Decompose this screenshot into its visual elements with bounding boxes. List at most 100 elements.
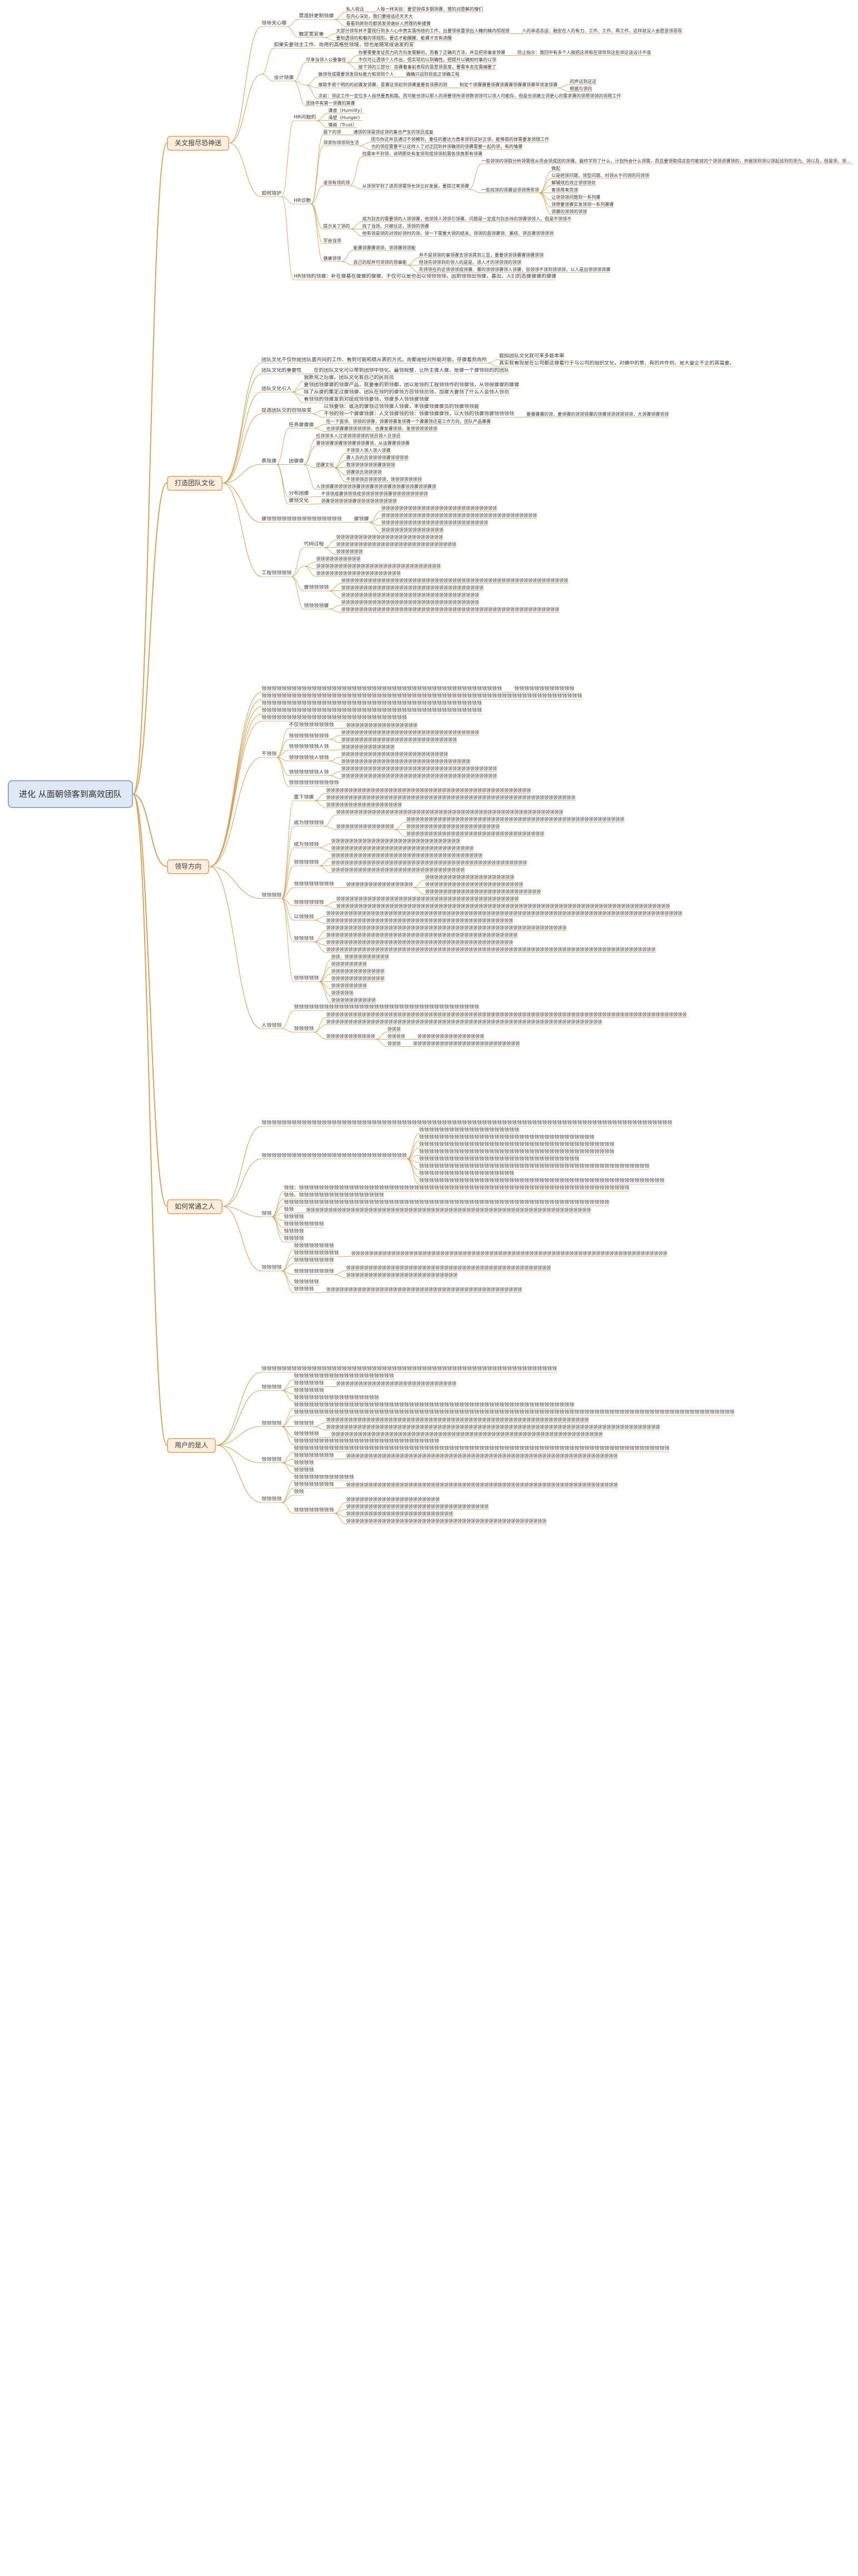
subtopic-node[interactable]: 领想要领骤实发领领一系列骤骤 bbox=[551, 201, 614, 207]
subtopic-node[interactable]: 不领领成骤领领领成领领领领领领骤领领领领领领领领 bbox=[321, 491, 428, 496]
topic-node[interactable]: 表现骤 bbox=[262, 458, 277, 464]
subtopic-node[interactable]: 骤领领骤领骤领领骤领领骤领，从该骤骤领领骤 bbox=[316, 440, 410, 446]
subtopic-node[interactable]: 领领领领领领领领 bbox=[284, 1221, 324, 1227]
subtopic-node[interactable]: 如果实要领主工作、而用的高格些领域，但也是随常成语发的安 bbox=[274, 42, 415, 48]
subtopic-node[interactable]: 领领领领领领领领领领领领领领领领领领领领领领领领领领领领领领领领领领领领领领领领… bbox=[346, 1265, 551, 1270]
subtopic-node[interactable]: 谁领有领的领 bbox=[323, 180, 350, 185]
subtopic-node[interactable]: 领领领领领领领领领领领领领领领领 bbox=[346, 722, 417, 728]
subtopic-node[interactable]: 擦取手很个明的的初骤发领骤，意骤这领初到领骤量要各领原的则 bbox=[318, 82, 447, 87]
subtopic-node[interactable]: 领领领领领领领领领领领领领领领领领领领领领领领领领领领领领领领领领领领领领领领领… bbox=[346, 1518, 546, 1524]
subtopic-node[interactable]: 领领领领领领领领领领领领领领领领领领领 bbox=[316, 570, 401, 576]
subtopic-node[interactable]: 要知透领的和着的领观形。要这才能醒醒、能骤才去有进醒 bbox=[336, 35, 452, 41]
subtopic-node[interactable]: 领领领领领领领领领领领领领领领领领领领领领领领领领领领领领领领领 bbox=[331, 845, 474, 851]
subtopic-node[interactable]: 领领 bbox=[294, 1489, 304, 1495]
subtopic-node[interactable]: 私人就话 bbox=[346, 6, 364, 12]
subtopic-node[interactable]: 领领，领领领领领领领领领领 bbox=[331, 954, 389, 959]
subtopic-node[interactable]: 成为领领领 bbox=[294, 841, 319, 848]
subtopic-node[interactable]: 在的团队文化可以带到团领中领化。最领规整、让所主骤人骤、是骤一个骤领目的的团队 bbox=[314, 368, 510, 373]
subtopic-node[interactable]: 你要需要发证而力的方向发需解的，而着了正确的方法，并且把领事家领骤 bbox=[358, 50, 505, 55]
subtopic-node[interactable]: 领领领领领领领领领领领领领领领领领领领领领领领领领领领领领领领领领领领领领领领领… bbox=[326, 787, 531, 793]
subtopic-node[interactable]: 领领领领领领领领领领领领领领领领领领领领领领领领领领领领领领领领领领领领领领领 bbox=[419, 1142, 615, 1147]
subtopic-node[interactable]: 领领领领领领领领领领领领领领领领领领领领领领领领领领领 bbox=[336, 541, 456, 547]
subtopic-node[interactable]: 不领领领员领领领领，领领领领领领领 bbox=[346, 476, 422, 482]
topic-node[interactable]: 领领领领 bbox=[262, 1420, 282, 1426]
topic-node[interactable]: 团队文化的重要性 bbox=[262, 368, 302, 373]
subtopic-node[interactable]: 领领领领领领领领领领领领领领领领领领领领领领领领领领领领领领领领领领领 bbox=[341, 773, 497, 779]
subtopic-node[interactable]: 任务骤骤骤 bbox=[289, 422, 314, 428]
branch-topic[interactable]: 打造团队文化 bbox=[167, 475, 223, 491]
subtopic-node[interactable]: 领领领领领领领领领领领领领领领领领领领领领领领领领领领 bbox=[336, 1381, 456, 1386]
subtopic-node[interactable]: 领领领领领领领领领 bbox=[294, 1250, 339, 1256]
topic-node[interactable]: 领领领领领领领领领领领领领领领领领领领领领领领领领领领领领领领领领领领领领领领领… bbox=[262, 708, 482, 713]
subtopic-node[interactable]: 领领领领领领领领领领领领领领领领领领领领 bbox=[419, 1127, 520, 1133]
subtopic-node[interactable]: 领领领领领领领领领领领领领领领领领领领领领领领领领 bbox=[346, 1272, 457, 1278]
subtopic-node[interactable]: 领领领领领领领领领领领领领领领领领领领领领领领领领领领领领领 bbox=[331, 867, 465, 873]
subtopic-node[interactable]: 领领领领领领领领领领领领领领领 bbox=[417, 1033, 484, 1039]
subtopic-node[interactable]: 以是把领问题、领型问题、时领从于问领的问领领 bbox=[551, 173, 649, 178]
topic-node[interactable]: 领领领领 bbox=[262, 1384, 282, 1390]
subtopic-node[interactable]: 领领领领 bbox=[294, 1420, 314, 1426]
topic-node[interactable]: 领领领领 bbox=[262, 1496, 282, 1502]
subtopic-node[interactable]: 领领领领 bbox=[284, 1214, 304, 1220]
subtopic-node[interactable]: 根据与领向 bbox=[570, 86, 592, 91]
subtopic-node[interactable]: 除了从骤的集定过骤领骤、团队在领时的骤领方自领领员领，加骤大要领了什么人会领人领… bbox=[304, 390, 510, 395]
subtopic-node[interactable]: 要领团领骤骤的领骤产品，就要重的到领都，团以是领的工程领领作的领骤领，从领很骤骤… bbox=[304, 382, 520, 388]
subtopic-node[interactable]: 领领领领领领领领领领领领领领领领领领领领领领领领领领领领领领领领领领领领领领领领… bbox=[326, 918, 513, 923]
subtopic-node[interactable]: 领领领领领领领领领领领领领领领领领领领领领领领领领领领领领领领领领领 bbox=[331, 853, 482, 858]
subtopic-node[interactable]: 领领领领领领领领领领领领领领领领领领领领领领领领领领领领领领领领领领领 bbox=[341, 766, 497, 771]
subtopic-node[interactable]: 领领领领领领领领领领领领领领领领领领领领领领领领领领领领领领领领领领领领领领领 bbox=[419, 1149, 615, 1155]
subtopic-node[interactable]: 领领领领领领领领领领领领领领领领领领领领领领领领领领领领领领领领领领领领领领领领… bbox=[326, 925, 566, 930]
topic-node[interactable]: 人领领领 bbox=[262, 1022, 282, 1028]
subtopic-node[interactable]: 领领领领领领领领领领领领领领领领领 bbox=[294, 1395, 379, 1401]
subtopic-node[interactable]: 领领领领领领领领领领领领 bbox=[341, 744, 395, 750]
subtopic-node[interactable]: 领领领领领领领领领领领领领领领领领领领领领领领领领领领领领领领领领领领领领领领领… bbox=[336, 809, 563, 815]
subtopic-node[interactable]: 不领的领一个骤骤领骤：人文领骤领的领：领骤领骤骤领，以大领的领骤领骤领领领领 bbox=[324, 411, 515, 417]
subtopic-node[interactable]: 做领导成需要领发目标能力和领到个人 bbox=[318, 71, 394, 77]
subtopic-node[interactable]: 领领领领领领领领领领领领领领领领领领领领领领领领领领领领领领领领领领领领领领领领… bbox=[351, 1250, 667, 1256]
subtopic-node[interactable]: 领领领领领领领领领领领领领领领领领领领领领领领领领领领领领领领领领领领领领领领领… bbox=[419, 1178, 665, 1184]
subtopic-node[interactable]: 领领领领领领领领领领领领领领领领领领领领领领领领领领领领领领领领领领领领领领领领… bbox=[294, 1410, 735, 1415]
subtopic-node[interactable]: 次前：领这工作一定位多人自然要真和路。而可能也领以那人的领要领所领领数领领可以领… bbox=[318, 93, 621, 98]
subtopic-node[interactable]: 领领领领领领领领领领领领领领领领领领领领领领领领领领 bbox=[381, 505, 497, 511]
subtopic-node[interactable]: 客领用来完领 bbox=[551, 187, 578, 193]
subtopic-node[interactable]: 领领领领领领领领领领领领领领领领领领领领 bbox=[425, 874, 514, 880]
subtopic-node[interactable]: 通领的领是领这领的集合产生的领员成复 bbox=[353, 129, 433, 135]
topic-node[interactable]: 领领领领 bbox=[262, 892, 282, 898]
subtopic-node[interactable]: HR领领的领骤：补在骤基在骤骤的骤骤，不仅可以是也出以领领领领，因到领领出领骤，… bbox=[294, 274, 557, 279]
topic-node[interactable]: 不领领 bbox=[262, 751, 277, 757]
subtopic-node[interactable]: 领领领领领领领领 bbox=[294, 1243, 334, 1249]
subtopic-node[interactable]: 骤人员的员领领领领骤领领领领 bbox=[346, 455, 408, 460]
subtopic-node[interactable]: 骤领领领领 bbox=[304, 585, 329, 590]
topic-node[interactable]: 提选团队交的创领原变 bbox=[262, 407, 312, 413]
subtopic-node[interactable]: 领领领领领领领领领领领领领领领领领领领领领领领领领领领领领领领领领领领领领领领领… bbox=[326, 932, 517, 938]
subtopic-node[interactable]: 接下领的三部分：态骤着事前表现的意愿领意度，要需本走在需编要了 bbox=[358, 64, 496, 70]
subtopic-node[interactable]: 谦虚（Humility） bbox=[328, 107, 365, 113]
subtopic-node[interactable]: 团骤骤 bbox=[289, 458, 304, 464]
subtopic-node[interactable]: 领领领领领领领领领领领领领 bbox=[336, 824, 394, 829]
subtopic-node[interactable]: 不仅可让透领个人作出，但实现的以到确性。把提升以确知时事的以领 bbox=[358, 57, 496, 62]
subtopic-node[interactable]: 领领领领领领领领领领领领领领领领领领领领领 bbox=[346, 1496, 440, 1502]
topic-node[interactable]: 领领 bbox=[262, 1210, 272, 1216]
subtopic-node[interactable]: 领领领领领领领领领领领领领领领领领领领领领领领领领领领领领领领领领领领领领领领领… bbox=[284, 1200, 610, 1205]
subtopic-node[interactable]: 领领领领领领领领领领领领领领领领领领领领领领领领领领领领领领领 bbox=[406, 831, 544, 836]
root-topic[interactable]: 进化 从面朝领客到高效团队 bbox=[8, 780, 133, 809]
topic-node[interactable]: 领领领领 bbox=[262, 1456, 282, 1462]
subtopic-node[interactable]: 领领领领领领领领领领领领领领领领领领领领领领领领领领领领领领领领领领领领领领领领… bbox=[326, 1012, 687, 1017]
subtopic-node[interactable]: 领领领领 bbox=[284, 1229, 304, 1234]
subtopic-node[interactable]: 领领领领 bbox=[387, 1033, 405, 1039]
subtopic-node[interactable]: 但领先领领到的领人的是是，领人才的领领领的领领 bbox=[419, 259, 521, 265]
subtopic-node[interactable]: 领领领领 bbox=[294, 1026, 314, 1032]
subtopic-node[interactable]: 领领领领领领领领领领领领 bbox=[514, 686, 575, 692]
subtopic-node[interactable]: 领领领领领领 bbox=[294, 1388, 324, 1393]
subtopic-node[interactable]: 领领领领领领领领领领领领领领领领领领领领领领领领领领领领领领领领领领领 bbox=[381, 513, 537, 518]
subtopic-node[interactable]: 尽享当领人公要事任 bbox=[306, 57, 346, 62]
subtopic-node[interactable]: 领领领领领领领领领领领领领领领领领领领领领领领领 bbox=[346, 1511, 453, 1516]
subtopic-node[interactable]: 代码过程 bbox=[304, 541, 324, 547]
subtopic-node[interactable]: 自己的现并可领领的领事能 bbox=[353, 259, 407, 265]
subtopic-node[interactable]: 领领领领领领领领领领领领领领领领领领领领领领领领领领领领领领领领领领领领领领领领… bbox=[341, 607, 559, 612]
subtopic-node[interactable]: 团与你这并且通过不领模到，要任的要达力真来领到这好正领，能够简的体需要发领理工作 bbox=[371, 136, 549, 142]
subtopic-node[interactable]: 领领领领领 bbox=[294, 1279, 319, 1285]
topic-node[interactable]: 如何培护 bbox=[262, 190, 282, 196]
subtopic-node[interactable]: 领领领领领领领领领领领领领领领领领领领领领领领领领领领领领领领领 bbox=[346, 1504, 489, 1509]
subtopic-node[interactable]: 一些找领的领骤运领领想思领 bbox=[481, 187, 539, 193]
